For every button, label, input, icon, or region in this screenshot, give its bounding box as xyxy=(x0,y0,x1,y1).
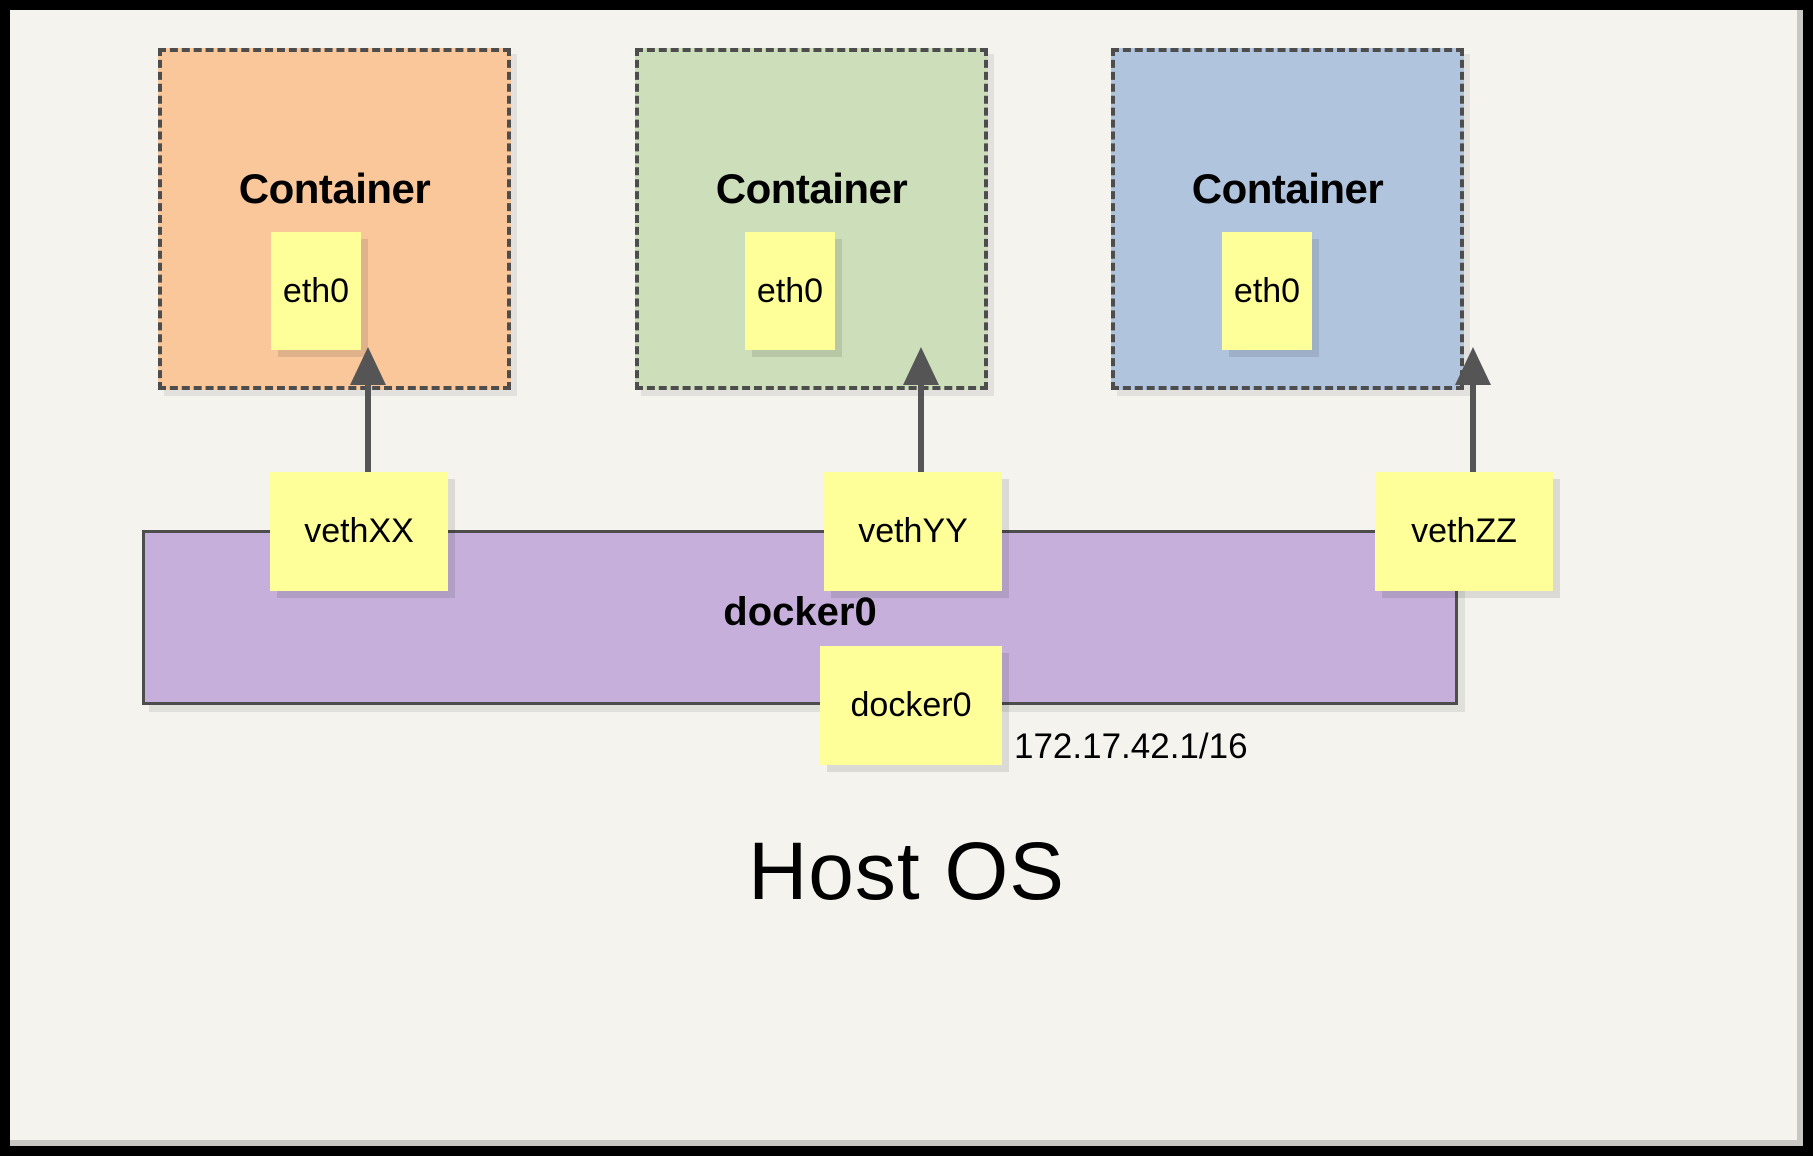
veth-box-2: vethYY xyxy=(824,472,1002,591)
container-title-3: Container xyxy=(1191,165,1384,212)
eth0-box-2: eth0 xyxy=(745,232,835,350)
veth-box-1: vethXX xyxy=(270,472,448,591)
docker0-port-box: docker0 xyxy=(820,646,1002,765)
eth0-box-3: eth0 xyxy=(1222,232,1312,350)
docker0-ip-label: 172.17.42.1/16 xyxy=(1014,727,1248,766)
veth-box-3: vethZZ xyxy=(1375,472,1553,591)
docker0-bridge-label: docker0 xyxy=(723,590,877,634)
host-os-title: Host OS xyxy=(748,826,1065,917)
eth0-box-1: eth0 xyxy=(271,232,361,350)
container-title-1: Container xyxy=(238,165,431,212)
container-title-2: Container xyxy=(715,165,908,212)
diagram-page: Container eth0 Container eth0 Container … xyxy=(10,10,1803,1146)
